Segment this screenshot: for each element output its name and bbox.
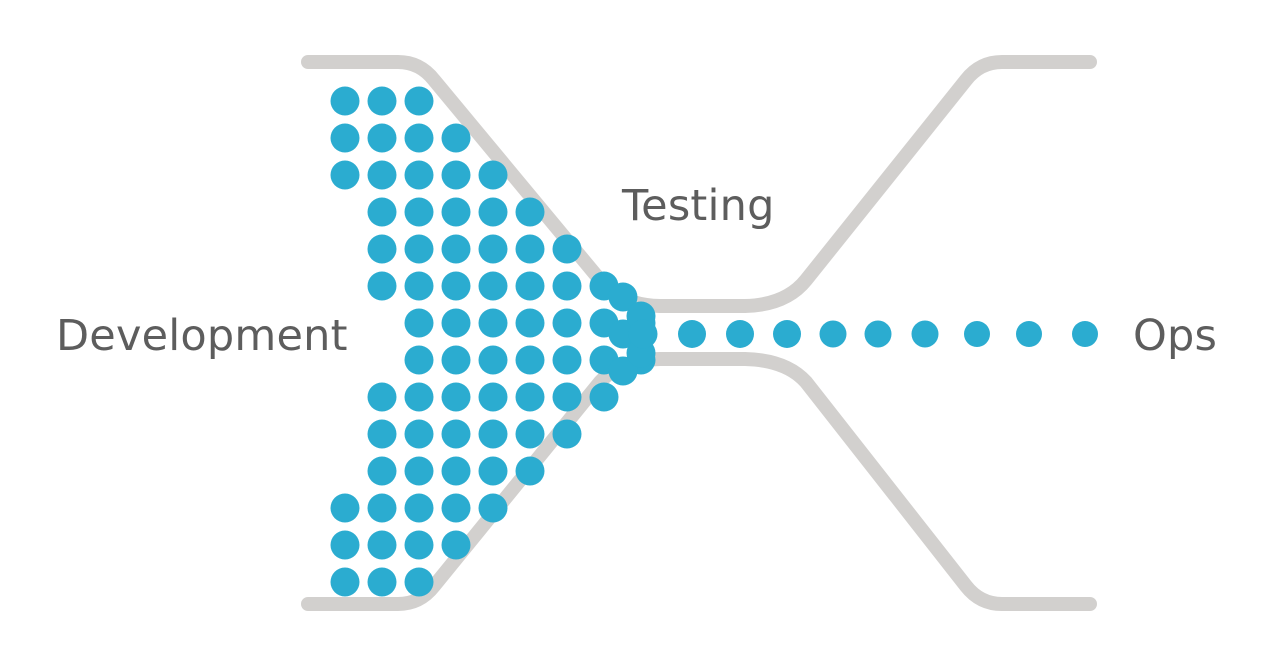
ops-dot xyxy=(864,320,892,348)
dev-dot xyxy=(330,493,360,523)
dev-dot xyxy=(404,271,434,301)
dev-dot xyxy=(404,308,434,338)
dev-dot xyxy=(515,456,545,486)
dev-dot xyxy=(515,382,545,412)
dev-dot xyxy=(552,345,582,375)
dev-dot xyxy=(330,567,360,597)
dev-dot xyxy=(404,567,434,597)
dev-dot xyxy=(367,123,397,153)
dev-dot xyxy=(552,419,582,449)
dev-dot xyxy=(478,271,508,301)
dev-dot xyxy=(478,234,508,264)
dev-dot xyxy=(367,419,397,449)
dev-dot xyxy=(404,382,434,412)
dev-dot xyxy=(515,419,545,449)
ops-dot xyxy=(678,320,706,348)
dev-dot xyxy=(478,419,508,449)
ops-dot xyxy=(911,320,939,348)
dev-dot xyxy=(404,197,434,227)
dev-dot xyxy=(367,197,397,227)
dev-dot xyxy=(478,308,508,338)
dev-dot xyxy=(404,419,434,449)
dev-dot xyxy=(441,456,471,486)
dev-dot xyxy=(552,271,582,301)
dev-dot xyxy=(478,160,508,190)
dev-dot xyxy=(515,345,545,375)
dev-dot xyxy=(367,234,397,264)
dev-dot xyxy=(552,308,582,338)
ops-dot xyxy=(773,320,801,348)
dev-dot xyxy=(404,86,434,116)
dev-dot xyxy=(404,530,434,560)
dev-dot xyxy=(404,456,434,486)
dev-dot xyxy=(367,567,397,597)
top-ribbon-path xyxy=(301,55,1097,313)
dev-dot xyxy=(330,123,360,153)
dev-dot xyxy=(330,160,360,190)
label-ops: Ops xyxy=(1133,311,1218,361)
dev-dot xyxy=(404,345,434,375)
dev-dot xyxy=(589,382,619,412)
dev-dot xyxy=(441,197,471,227)
dev-dot xyxy=(478,493,508,523)
dev-dot xyxy=(404,493,434,523)
dev-dot xyxy=(367,160,397,190)
wedge-dot xyxy=(608,282,638,312)
ops-dot xyxy=(1072,321,1098,347)
dot-cluster-group xyxy=(330,86,1098,597)
label-development: Development xyxy=(56,311,348,361)
ops-dot xyxy=(1016,321,1042,347)
dev-dot xyxy=(367,382,397,412)
ops-dot xyxy=(628,319,658,349)
dev-dot xyxy=(441,530,471,560)
dev-dot xyxy=(404,234,434,264)
dev-dot xyxy=(515,234,545,264)
dev-dot xyxy=(441,419,471,449)
dev-dot xyxy=(367,493,397,523)
dev-dot xyxy=(515,308,545,338)
dev-dot xyxy=(404,160,434,190)
dev-dot xyxy=(515,197,545,227)
dev-dot xyxy=(404,123,434,153)
dev-dot xyxy=(367,530,397,560)
dev-dot xyxy=(441,493,471,523)
ops-dot xyxy=(819,320,847,348)
dev-dot xyxy=(441,382,471,412)
ops-dot xyxy=(964,321,990,347)
dev-dot xyxy=(441,308,471,338)
dev-dot xyxy=(367,271,397,301)
dev-dot xyxy=(478,345,508,375)
dev-dot xyxy=(478,197,508,227)
dev-dot xyxy=(552,234,582,264)
dev-dot xyxy=(367,456,397,486)
wedge-dot xyxy=(608,356,638,386)
dev-dot xyxy=(552,382,582,412)
dev-dot xyxy=(441,271,471,301)
dev-dot xyxy=(478,456,508,486)
dev-dot xyxy=(330,86,360,116)
dev-dot xyxy=(367,86,397,116)
dev-dot xyxy=(478,382,508,412)
dev-dot xyxy=(441,345,471,375)
label-testing: Testing xyxy=(622,181,775,231)
dev-dot xyxy=(515,271,545,301)
dev-dot xyxy=(441,234,471,264)
dev-dot xyxy=(441,160,471,190)
dev-dot xyxy=(441,123,471,153)
wedge-dot xyxy=(608,319,638,349)
dev-dot xyxy=(330,530,360,560)
ops-dot xyxy=(726,320,754,348)
